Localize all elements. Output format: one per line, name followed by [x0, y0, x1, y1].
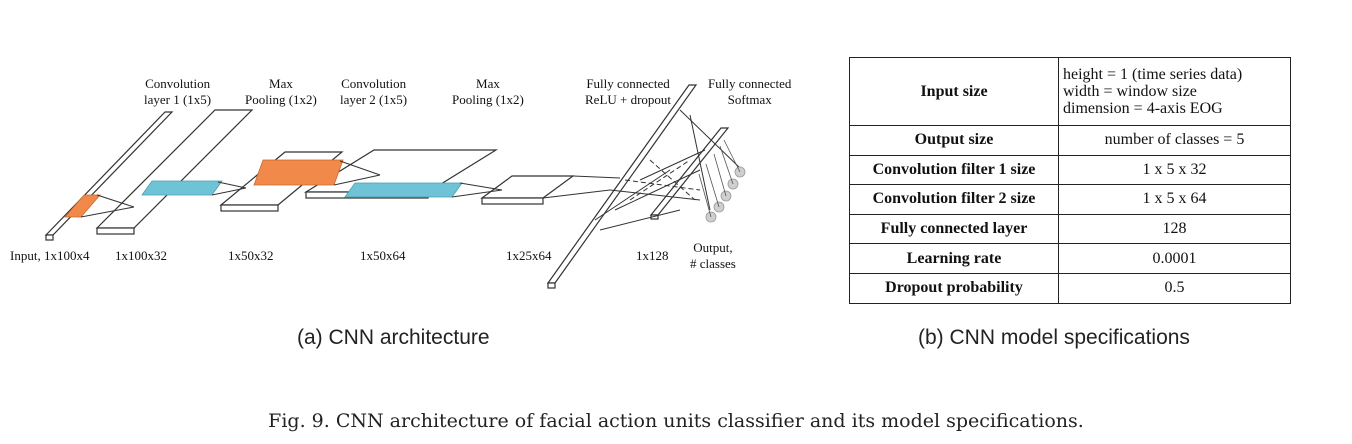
spec-key: Input size [849, 57, 1059, 126]
cnn-diagram-svg [44, 84, 746, 289]
spec-key: Dropout probability [849, 272, 1059, 304]
label-pool1-out: 1x50x32 [228, 248, 274, 263]
label-fc1-out: 1x128 [636, 248, 669, 263]
pool2-slab [480, 175, 575, 199]
spec-key: Convolution filter 2 size [849, 184, 1059, 215]
spec-key: Output size [849, 125, 1059, 156]
input-slab-front [45, 234, 54, 241]
label-conv2-out: 1x50x64 [360, 248, 406, 263]
pool2-slab-front [481, 197, 544, 205]
table-row: Learning rate 0.0001 [849, 243, 1291, 274]
table-row: Convolution filter 2 size 1 x 5 x 64 [849, 184, 1291, 215]
spec-value: 128 [1058, 213, 1291, 245]
conv1-slab-front [96, 227, 135, 235]
fc1-slab [546, 84, 698, 284]
pool2-input-patch [344, 182, 463, 198]
spec-key: Fully connected layer [849, 213, 1059, 245]
table-row: Output size number of classes = 5 [849, 125, 1291, 156]
spec-table: Input size height = 1 (time series data)… [849, 57, 1291, 304]
spec-value: height = 1 (time series data)width = win… [1058, 57, 1291, 126]
pool1-input-patch [141, 180, 223, 196]
subcaption-b: (b) CNN model specifications [918, 326, 1190, 349]
table-row: Input size height = 1 (time series data)… [849, 57, 1291, 126]
table-row: Fully connected layer 128 [849, 213, 1291, 245]
label-input: Input, 1x100x4 [10, 248, 90, 263]
subcaption-a: (a) CNN architecture [297, 326, 490, 349]
label-output: Output,# classes [690, 240, 736, 271]
table-row: Convolution filter 1 size 1 x 5 x 32 [849, 154, 1291, 186]
pool1-slab-front [220, 204, 279, 212]
spec-value: 1 x 5 x 64 [1058, 184, 1291, 215]
spec-key: Learning rate [849, 243, 1059, 274]
fc1-slab-front [547, 282, 556, 289]
spec-value: 0.0001 [1058, 243, 1291, 274]
conv1-input-patch [64, 194, 101, 218]
table-row: Dropout probability 0.5 [849, 272, 1291, 304]
label-pool2-out: 1x25x64 [506, 248, 552, 263]
spec-value: number of classes = 5 [1058, 125, 1291, 156]
conv2-input-patch [253, 159, 344, 186]
spec-value: 0.5 [1058, 272, 1291, 304]
spec-key: Convolution filter 1 size [849, 154, 1059, 186]
figure-caption: Fig. 9. CNN architecture of facial actio… [268, 410, 1084, 432]
spec-value: 1 x 5 x 32 [1058, 154, 1291, 186]
label-conv1-out: 1x100x32 [115, 248, 167, 263]
